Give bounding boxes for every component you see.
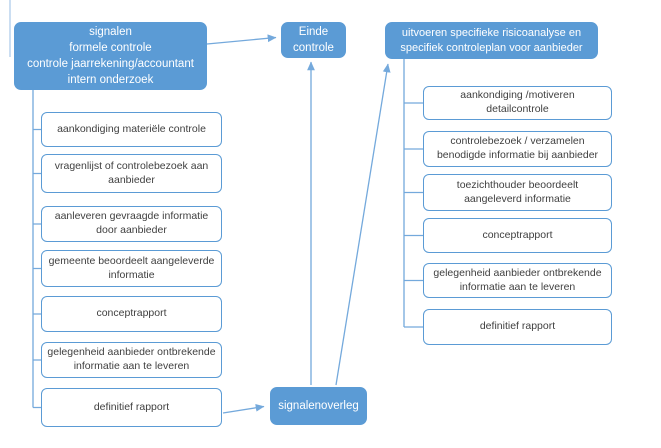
arrow-rapport-to-signalenoverleg [222,403,265,414]
arrow-signalenoverleg-to-risicoanalyse [335,63,391,386]
right-step-controlebezoek[interactable]: controlebezoek / verzamelen benodigde in… [423,131,612,167]
left-step-conceptrapport[interactable]: conceptrapport [41,296,222,332]
left-step-definitief-rapport[interactable]: definitief rapport [41,388,222,427]
right-step-conceptrapport[interactable]: conceptrapport [423,218,612,253]
node-signalen-start[interactable]: signalen formele controle controle jaarr… [14,22,207,90]
node-einde-controle[interactable]: Einde controle [281,22,346,58]
left-step-vragenlijst[interactable]: vragenlijst of controlebezoek aan aanbie… [41,154,222,193]
node-risicoanalyse-header[interactable]: uitvoeren specifieke risicoanalyse en sp… [385,22,598,59]
right-spine-connector [403,59,423,328]
left-step-gelegenheid[interactable]: gelegenheid aanbieder ontbrekende inform… [41,342,222,378]
left-spine-connector [32,90,41,409]
right-step-definitief-rapport[interactable]: definitief rapport [423,309,612,345]
right-step-aankondiging-detailcontrole[interactable]: aankondiging /motiveren detailcontrole [423,86,612,120]
right-step-toezichthouder[interactable]: toezichthouder beoordeelt aangeleverd in… [423,174,612,211]
left-step-gemeente-beoordeelt[interactable]: gemeente beoordeelt aangeleverde informa… [41,250,222,287]
right-step-gelegenheid[interactable]: gelegenheid aanbieder ontbrekende inform… [423,263,612,298]
left-step-aankondiging[interactable]: aankondiging materiële controle [41,112,222,147]
node-signalenoverleg[interactable]: signalenoverleg [270,387,367,425]
left-step-aanleveren[interactable]: aanleveren gevraagde informatie door aan… [41,206,222,242]
arrow-start-to-einde [206,34,277,45]
